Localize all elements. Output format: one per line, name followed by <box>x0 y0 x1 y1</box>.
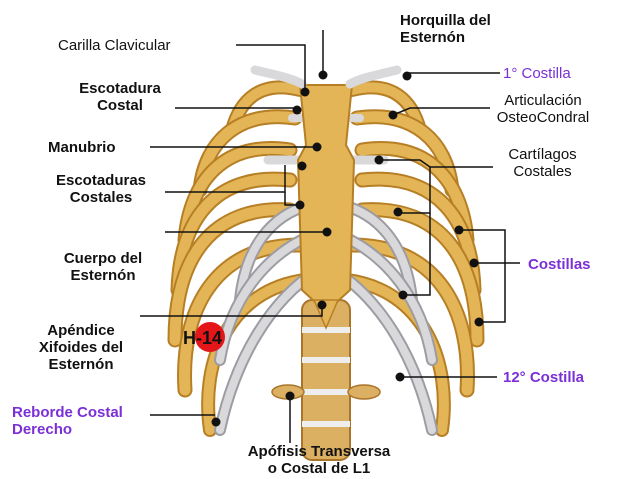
label-carilla-clavicular: Carilla Clavicular <box>58 37 171 54</box>
label-cuerpo-esternon: Cuerpo del Esternón <box>48 250 158 284</box>
label-apofisis-line-2: o Costal de L1 <box>214 460 424 477</box>
label-escotaduras-line-2: Costales <box>40 189 162 206</box>
label-cuerpo-line-1: Cuerpo del <box>48 250 158 267</box>
label-reborde-costal: Reborde Costal Derecho <box>12 404 123 438</box>
label-costillas: Costillas <box>528 256 591 273</box>
label-apendice-line-3: Esternón <box>22 356 140 373</box>
sternum <box>298 85 354 328</box>
label-apofisis-line-1: Apófisis Transversa <box>214 443 424 460</box>
label-apendice-line-2: Xifoides del <box>22 339 140 356</box>
label-horquilla-line-1: Horquilla del <box>400 12 491 29</box>
label-escotadura-costal-line-1: Escotadura <box>65 80 175 97</box>
label-escotaduras-costales: Escotaduras Costales <box>40 172 162 206</box>
label-cartilagos-line-1: Cartílagos <box>490 146 595 163</box>
label-primera-costilla: 1° Costilla <box>503 65 571 82</box>
label-cuerpo-line-2: Esternón <box>48 267 158 284</box>
label-escotadura-costal: Escotadura Costal <box>65 80 175 114</box>
label-escotadura-costal-line-2: Costal <box>65 97 175 114</box>
label-duodecima-costilla: 12° Costilla <box>503 369 584 386</box>
label-apendice-xifoides: Apéndice Xifoides del Esternón <box>22 322 140 373</box>
label-reborde-line-1: Reborde Costal <box>12 404 123 421</box>
label-manubrio: Manubrio <box>48 139 116 156</box>
label-escotaduras-line-1: Escotaduras <box>40 172 162 189</box>
label-articulacion-line-2: OsteoCondral <box>484 109 602 126</box>
h14-marker-label: H-14 <box>183 328 222 349</box>
label-apendice-line-1: Apéndice <box>22 322 140 339</box>
label-cartilagos-line-2: Costales <box>490 163 595 180</box>
label-cartilagos-costales: Cartílagos Costales <box>490 146 595 180</box>
label-horquilla-line-2: Esternón <box>400 29 491 46</box>
label-articulacion: Articulación OsteoCondral <box>484 92 602 126</box>
label-horquilla: Horquilla del Esternón <box>400 12 491 46</box>
label-apofisis-transversa: Apófisis Transversa o Costal de L1 <box>214 443 424 477</box>
label-reborde-line-2: Derecho <box>12 421 123 438</box>
label-articulacion-line-1: Articulación <box>484 92 602 109</box>
